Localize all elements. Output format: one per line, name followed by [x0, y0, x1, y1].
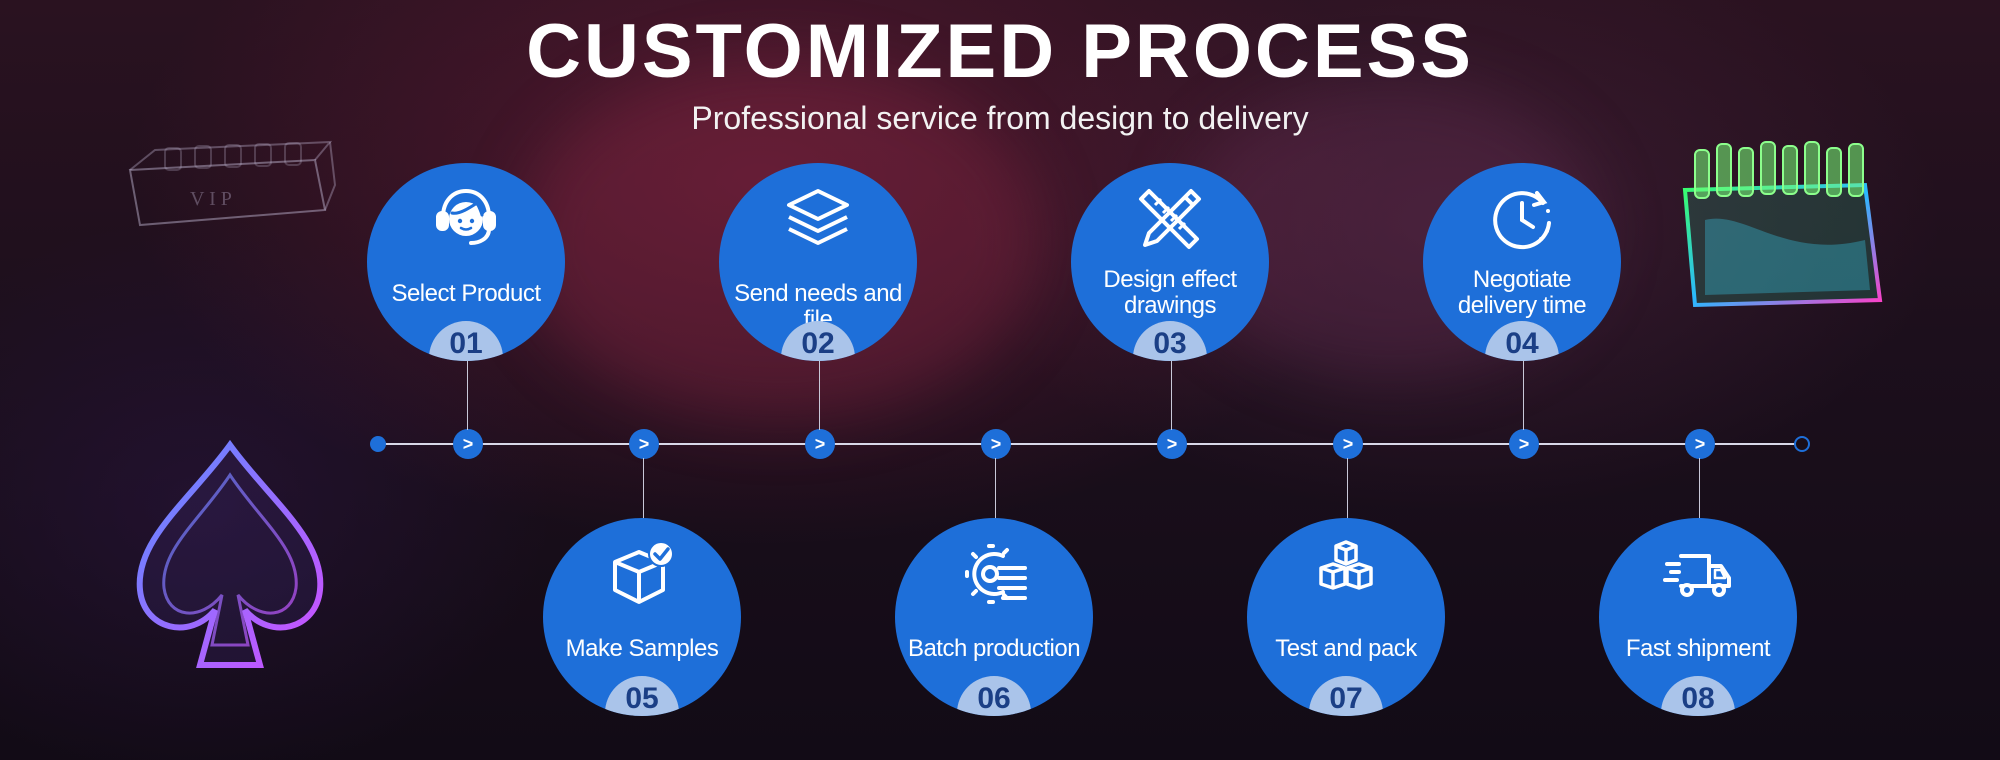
step-label: Test and pack	[1255, 636, 1437, 662]
timeline-arrow-node: >	[1157, 429, 1187, 459]
timeline-arrow-node: >	[981, 429, 1011, 459]
gear-production-icon	[959, 538, 1029, 608]
timeline-arrow-node: >	[1333, 429, 1363, 459]
stacked-boxes-icon	[1311, 538, 1381, 608]
step-number: 01	[429, 327, 503, 361]
step-number: 02	[781, 327, 855, 361]
step-connector	[819, 360, 820, 430]
timeline-arrow-node: >	[1509, 429, 1539, 459]
step-label: Make Samples	[551, 636, 733, 662]
process-step-08: Fast shipment 08	[1599, 518, 1797, 716]
step-number: 05	[605, 682, 679, 716]
process-step-05: Make Samples 05	[543, 518, 741, 716]
step-connector	[1171, 360, 1172, 430]
process-step-02: Send needs and file 02	[719, 163, 917, 361]
timeline-arrow-node: >	[805, 429, 835, 459]
step-connector	[1523, 360, 1524, 430]
pencil-ruler-icon	[1135, 183, 1205, 253]
timeline-arrow-node: >	[453, 429, 483, 459]
box-check-icon	[607, 538, 677, 608]
customer-service-headset-icon	[431, 183, 501, 253]
step-label: Fast shipment	[1607, 636, 1789, 662]
process-step-01: Select Product 01	[367, 163, 565, 361]
page-subtitle: Professional service from design to deli…	[0, 100, 2000, 137]
process-step-07: Test and pack 07	[1247, 518, 1445, 716]
step-label: Select Product	[375, 281, 557, 307]
timeline-arrow-node: >	[629, 429, 659, 459]
vip-ice-bucket-image: V I P	[120, 130, 340, 250]
step-number: 06	[957, 682, 1031, 716]
process-step-04: Negotiate delivery time 04	[1423, 163, 1621, 361]
step-connector	[995, 458, 996, 520]
step-label: Batch production	[903, 636, 1085, 662]
delivery-truck-icon	[1663, 538, 1733, 608]
step-label-line: Negotiate	[1431, 267, 1613, 293]
step-connector	[467, 360, 468, 430]
clock-icon	[1487, 183, 1557, 253]
led-bottle-display-image	[1665, 130, 1895, 320]
svg-text:V I P: V I P	[190, 188, 232, 210]
process-step-03: Design effect drawings 03	[1071, 163, 1269, 361]
layers-icon	[783, 183, 853, 253]
timeline-start-dot	[370, 436, 386, 452]
step-label: Negotiate delivery time	[1431, 267, 1613, 319]
process-step-06: Batch production 06	[895, 518, 1093, 716]
step-connector	[1347, 458, 1348, 520]
step-number: 07	[1309, 682, 1383, 716]
step-connector	[1699, 458, 1700, 520]
timeline-arrow-node: >	[1685, 429, 1715, 459]
step-number: 04	[1485, 327, 1559, 361]
led-spade-sign-image	[120, 430, 340, 680]
step-label-line: delivery time	[1431, 293, 1613, 319]
page-title: CUSTOMIZED PROCESS	[0, 8, 2000, 95]
step-label-line: drawings	[1079, 293, 1261, 319]
step-label-line: Design effect	[1079, 267, 1261, 293]
step-connector	[643, 458, 644, 520]
step-label: Design effect drawings	[1079, 267, 1261, 319]
timeline-end-dot	[1794, 436, 1810, 452]
timeline-line	[378, 443, 1802, 445]
step-number: 08	[1661, 682, 1735, 716]
step-number: 03	[1133, 327, 1207, 361]
